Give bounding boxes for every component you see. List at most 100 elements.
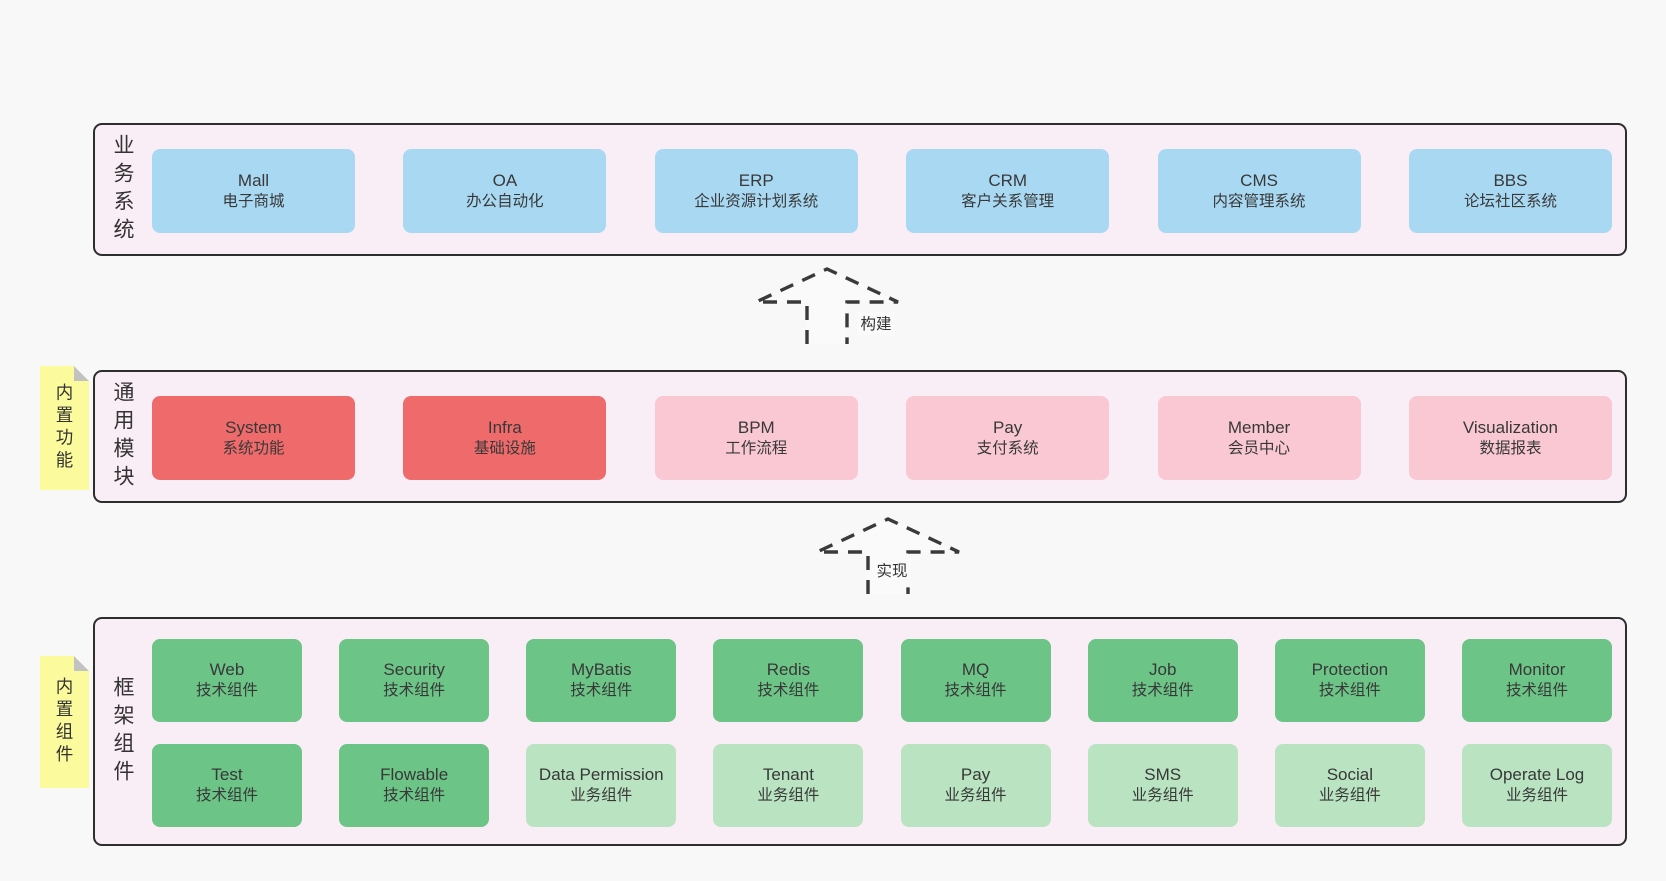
box-operate-log: Operate Log 业务组件 [1461,744,1612,827]
box-title: Security [383,660,445,680]
box-title: CRM [988,170,1028,190]
box-pay-component: Pay 业务组件 [900,744,1051,827]
box-title: Social [1326,765,1373,785]
layer-label-modules: 通用模块 [111,380,134,493]
box-monitor: Monitor 技术组件 [1461,639,1612,722]
box-title: BPM [737,417,775,437]
layer-label-business: 业务系统 [111,133,134,246]
box-test: Test 技术组件 [152,744,302,827]
box-subtitle: 电子商城 [222,192,285,210]
box-mybatis: MyBatis 技术组件 [526,639,677,722]
box-title: Monitor [1508,660,1566,680]
box-subtitle: 内容管理系统 [1212,192,1306,210]
box-visualization: Visualization 数据报表 [1408,396,1612,480]
box-title: Pay [993,417,1023,437]
box-title: ERP [738,170,774,190]
box-oa: OA 办公自动化 [403,149,607,233]
box-subtitle: 办公自动化 [466,192,544,210]
box-subtitle: 业务组件 [570,787,633,805]
box-title: Pay [960,765,991,785]
box-subtitle: 技术组件 [1505,682,1568,700]
box-subtitle: 技术组件 [195,787,258,805]
box-subtitle: 工作流程 [725,439,788,457]
box-sms: SMS 业务组件 [1087,744,1238,827]
box-pay: Pay 支付系统 [906,396,1110,480]
framework-box-row-1: Web 技术组件 Security 技术组件 MyBatis 技术组件 Redi… [152,639,1612,722]
box-title: Test [211,765,243,785]
arrow-label-build: 构建 [857,311,895,335]
box-subtitle: 技术组件 [570,682,633,700]
box-title: Tenant [762,765,814,785]
box-flowable: Flowable 技术组件 [339,744,490,827]
box-subtitle: 企业资源计划系统 [694,192,819,210]
box-title: CMS [1240,170,1278,190]
box-subtitle: 数据报表 [1479,439,1542,457]
box-subtitle: 系统功能 [222,439,285,457]
box-title: Infra [487,417,522,437]
box-subtitle: 客户关系管理 [961,192,1055,210]
up-arrow-build-icon [755,267,899,344]
box-subtitle: 技术组件 [757,682,820,700]
sticky-note-builtin-components: 内置组件 [40,656,89,788]
box-subtitle: 技术组件 [1318,682,1381,700]
box-cms: CMS 内容管理系统 [1157,149,1361,233]
box-bbs: BBS 论坛社区系统 [1408,149,1612,233]
sticky-note-text: 内置组件 [54,677,74,767]
box-system: System 系统功能 [152,396,355,480]
box-title: OA [492,170,518,190]
box-subtitle: 支付系统 [976,439,1039,457]
box-bpm: BPM 工作流程 [654,396,858,480]
box-title: SMS [1144,765,1182,785]
box-subtitle: 技术组件 [195,682,258,700]
box-subtitle: 业务组件 [1131,787,1194,805]
box-security: Security 技术组件 [339,639,490,722]
sticky-note-text: 内置功能 [54,383,74,473]
layer-business-systems: 业务系统 Mall 电子商城 OA 办公自动化 ERP 企业资源计划系统 CRM… [93,123,1627,256]
box-subtitle: 技术组件 [1131,682,1194,700]
box-subtitle: 技术组件 [944,682,1007,700]
layer-common-modules: 通用模块 System 系统功能 Infra 基础设施 BPM 工作流程 Pay… [93,370,1627,503]
box-protection: Protection 技术组件 [1274,639,1425,722]
box-title: Visualization [1462,417,1559,437]
box-subtitle: 业务组件 [944,787,1007,805]
box-member: Member 会员中心 [1157,396,1361,480]
box-subtitle: 技术组件 [383,787,446,805]
box-title: BBS [1493,170,1528,190]
box-subtitle: 业务组件 [1318,787,1381,805]
box-redis: Redis 技术组件 [713,639,864,722]
box-tenant: Tenant 业务组件 [713,744,864,827]
box-subtitle: 论坛社区系统 [1463,192,1557,210]
layer-label-framework: 框架组件 [111,675,134,788]
box-title: Flowable [380,765,449,785]
box-title: Redis [766,660,811,680]
box-title: Data Permission [538,765,664,785]
business-box-row: Mall 电子商城 OA 办公自动化 ERP 企业资源计划系统 CRM 客户关系… [152,149,1612,233]
box-social: Social 业务组件 [1274,744,1425,827]
box-title: MQ [961,660,990,680]
up-arrow-implement-icon [816,517,960,594]
arrow-label-implement: 实现 [873,558,911,582]
box-subtitle: 会员中心 [1228,439,1291,457]
box-subtitle: 基础设施 [473,439,536,457]
box-infra: Infra 基础设施 [403,396,607,480]
layer-framework-components: 框架组件 Web 技术组件 Security 技术组件 MyBatis 技术组件… [93,617,1627,846]
box-mq: MQ 技术组件 [900,639,1051,722]
box-subtitle: 业务组件 [1505,787,1568,805]
box-data-permission: Data Permission 业务组件 [526,744,677,827]
box-title: Operate Log [1489,765,1585,785]
box-title: Job [1148,660,1177,680]
box-subtitle: 技术组件 [383,682,446,700]
box-title: System [225,417,282,437]
box-crm: CRM 客户关系管理 [906,149,1110,233]
box-job: Job 技术组件 [1087,639,1238,722]
box-title: Member [1227,417,1291,437]
sticky-note-builtin-features: 内置功能 [40,366,89,490]
box-subtitle: 业务组件 [757,787,820,805]
box-title: Protection [1311,660,1389,680]
box-title: Web [209,660,245,680]
box-erp: ERP 企业资源计划系统 [654,149,858,233]
module-box-row: System 系统功能 Infra 基础设施 BPM 工作流程 Pay 支付系统… [152,396,1612,480]
box-title: MyBatis [571,660,632,680]
box-web: Web 技术组件 [152,639,302,722]
